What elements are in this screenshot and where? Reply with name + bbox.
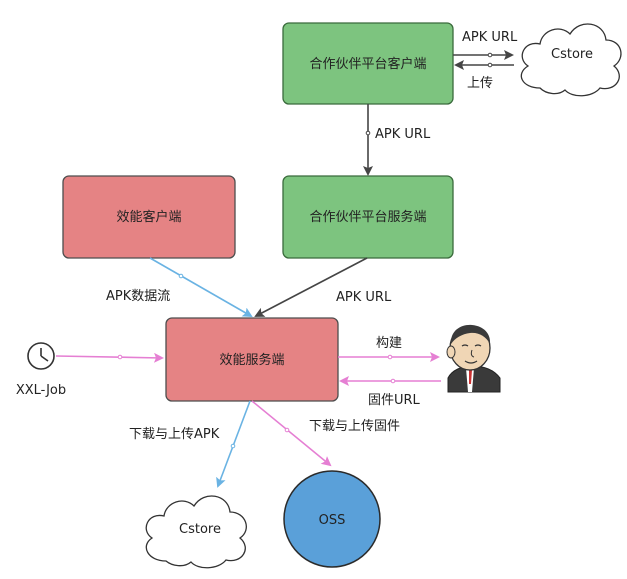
- jenkins-icon: [446, 324, 501, 393]
- partner-server-label: 合作伙伴平台服务端: [309, 209, 426, 225]
- edge-partner-server-to-efficiency: [254, 257, 368, 317]
- clock-icon: [27, 342, 55, 370]
- edge-xxl-job-to-server: [55, 352, 164, 363]
- edge-label-apk-data-stream: APK数据流: [106, 289, 170, 304]
- efficiency-client-node[interactable]: 效能客户端: [62, 175, 236, 259]
- edge-label-build: 构建: [376, 336, 402, 351]
- cstore-top-label: Cstore: [551, 47, 593, 62]
- xxl-job-label: XXL-Job: [16, 383, 66, 398]
- edge-label-apk-url-down: APK URL: [375, 127, 431, 142]
- efficiency-client-label: 效能客户端: [116, 209, 181, 225]
- edge-label-apk-url-cstore: APK URL: [462, 30, 518, 45]
- cstore-bottom-cloud: Cstore: [145, 495, 247, 569]
- edge-client-to-server-apk: [149, 257, 253, 317]
- edge-label-download-upload-firmware: 下载与上传固件: [309, 419, 400, 434]
- cstore-top-cloud: Cstore: [520, 23, 622, 97]
- edge-label-firmware-url: 固件URL: [368, 393, 421, 408]
- partner-client-label: 合作伙伴平台客户端: [309, 56, 426, 72]
- oss-node[interactable]: OSS: [283, 470, 381, 568]
- xxl-job-node: XXL-Job: [16, 342, 66, 398]
- cloud-icon: [520, 23, 622, 97]
- cstore-bottom-label: Cstore: [179, 522, 221, 537]
- partner-server-node[interactable]: 合作伙伴平台服务端: [282, 175, 454, 259]
- edge-label-apk-url-server: APK URL: [336, 290, 392, 305]
- edge-server-to-oss: [251, 400, 332, 467]
- oss-label: OSS: [319, 513, 346, 528]
- efficiency-server-label: 效能服务端: [219, 352, 284, 368]
- edge-server-to-cstore: [216, 400, 251, 488]
- edge-label-upload: 上传: [467, 76, 493, 91]
- edge-label-download-upload-apk: 下载与上传APK: [129, 427, 220, 442]
- efficiency-server-node[interactable]: 效能服务端: [165, 317, 339, 402]
- cloud-icon: [145, 495, 247, 569]
- partner-client-node[interactable]: 合作伙伴平台客户端: [282, 22, 454, 105]
